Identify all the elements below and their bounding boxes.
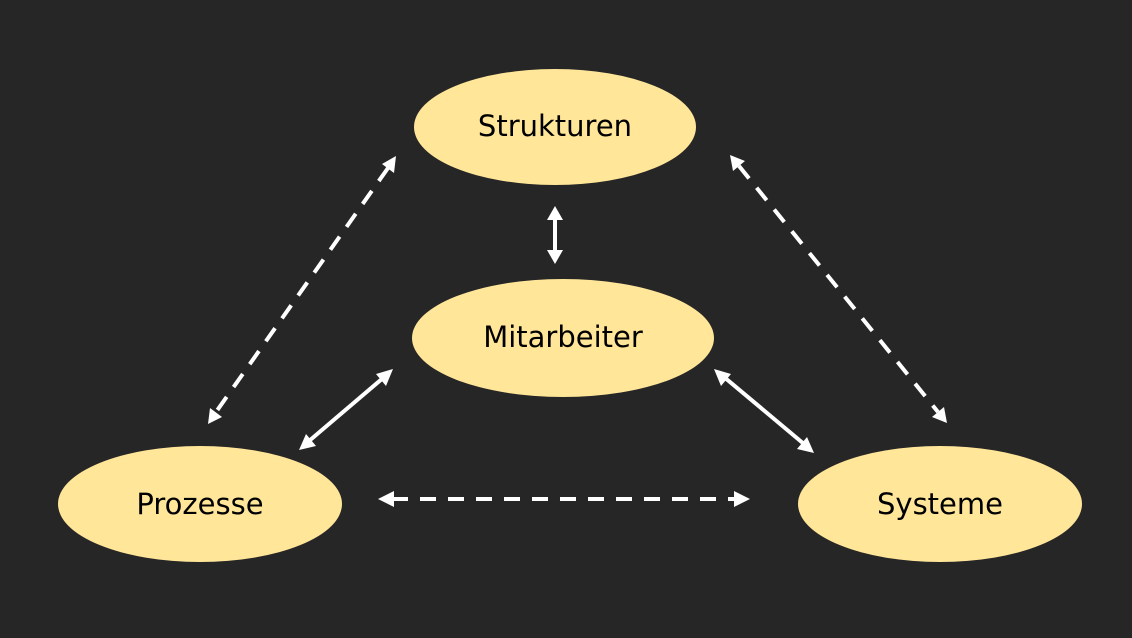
connector-strukturen-systeme <box>730 155 947 423</box>
connector-prozesse-systeme <box>378 491 750 507</box>
connector-line <box>737 164 940 414</box>
arrowhead <box>376 369 393 386</box>
connector-strukturen-mitarbeiter <box>547 206 563 264</box>
arrowhead <box>382 156 396 173</box>
node-ellipse <box>58 446 342 562</box>
node-prozesse: Prozesse <box>58 446 342 562</box>
arrowhead <box>208 408 222 424</box>
node-label-mitarbeiter: Mitarbeiter <box>483 320 643 354</box>
arrowhead <box>730 155 745 171</box>
arrowhead <box>547 250 563 264</box>
arrowhead <box>714 369 731 386</box>
connector-line <box>722 375 806 446</box>
connector-mitarbeiter-prozesse <box>299 369 393 450</box>
node-ellipse <box>798 446 1082 562</box>
node-ellipse <box>414 69 696 185</box>
arrowhead <box>932 407 947 423</box>
connector-mitarbeiter-systeme <box>714 369 814 453</box>
connector-line <box>307 376 385 443</box>
node-strukturen: Strukturen <box>414 69 696 185</box>
arrowhead <box>797 437 814 453</box>
node-ellipse <box>412 279 714 397</box>
node-label-strukturen: Strukturen <box>478 109 632 143</box>
node-mitarbeiter: Mitarbeiter <box>412 279 714 397</box>
connector-strukturen-prozesse <box>208 156 396 424</box>
node-label-systeme: Systeme <box>877 487 1003 521</box>
arrowhead <box>299 434 316 450</box>
node-systeme: Systeme <box>798 446 1082 562</box>
connector-line <box>214 166 390 414</box>
arrowhead <box>378 491 394 507</box>
arrowhead <box>547 206 563 220</box>
arrowhead <box>734 491 750 507</box>
node-label-prozesse: Prozesse <box>136 487 263 521</box>
